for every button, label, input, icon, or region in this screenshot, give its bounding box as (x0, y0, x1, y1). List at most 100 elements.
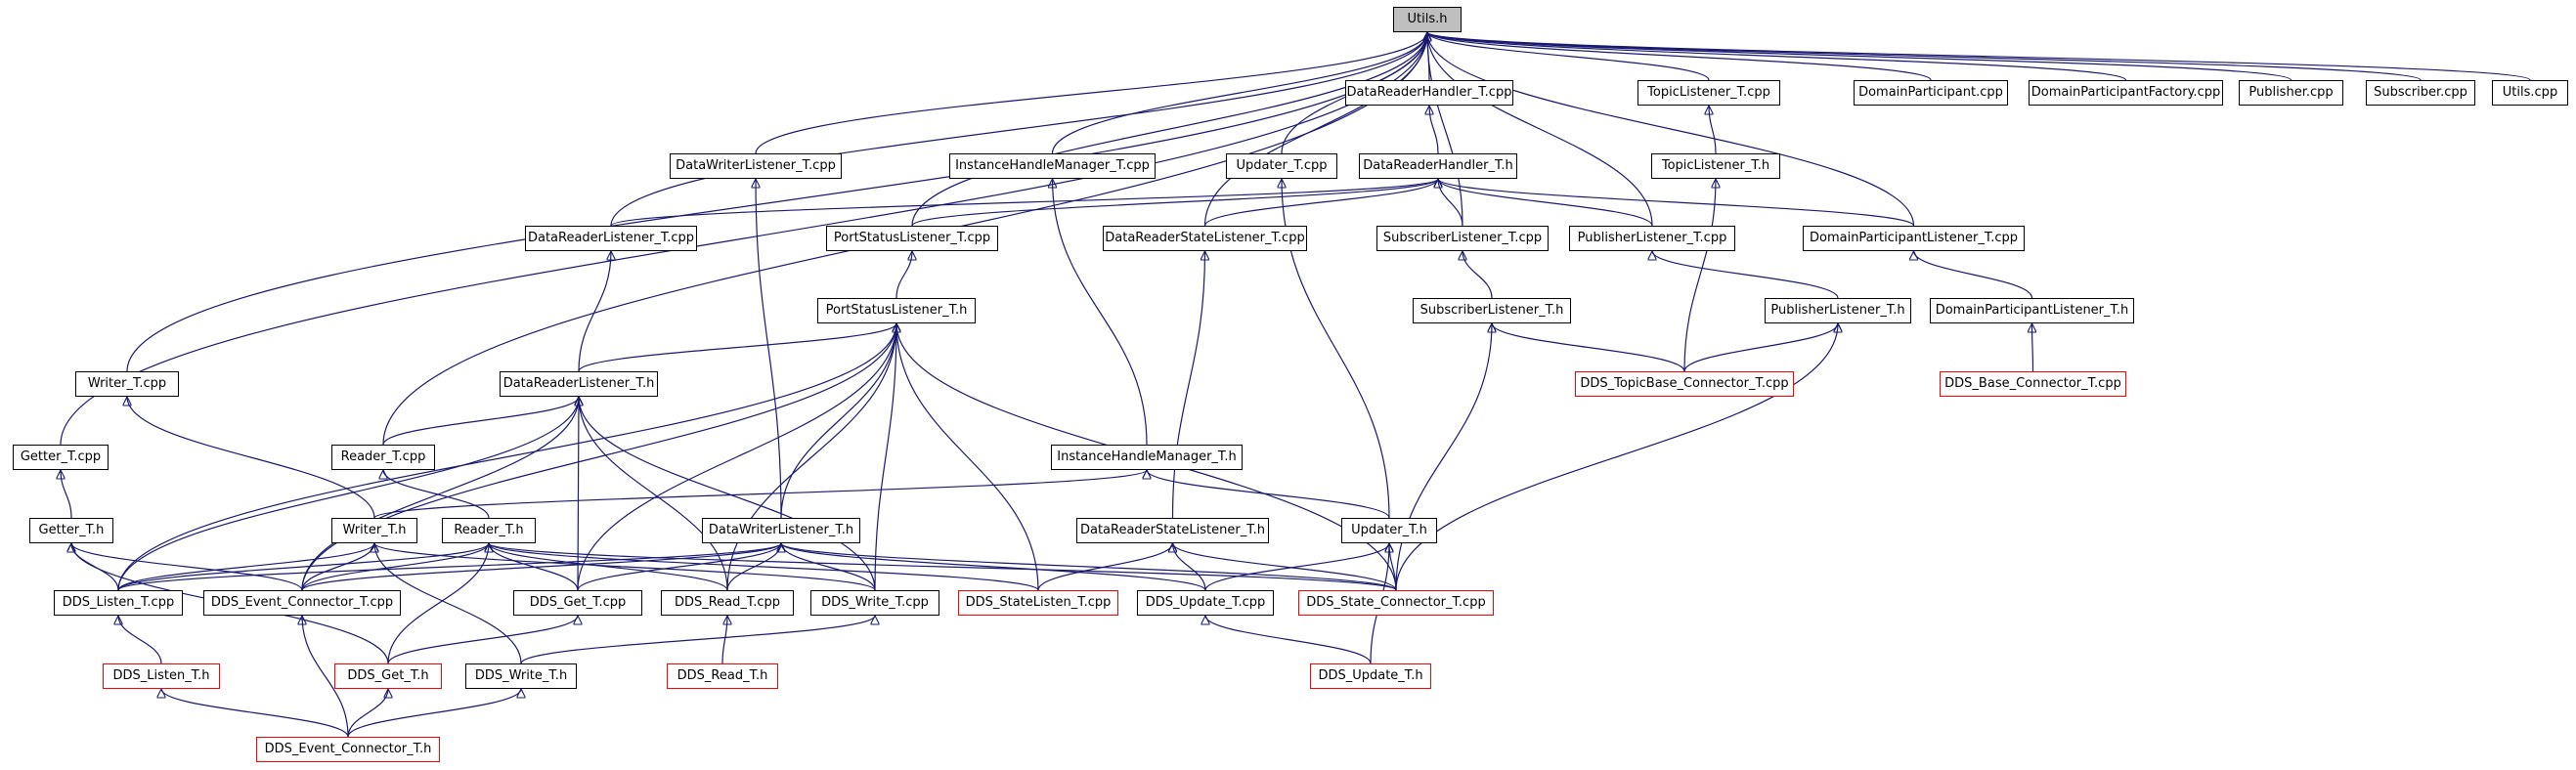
edge-publisher_cpp-to-utils_h (1427, 32, 2292, 81)
node-dds-base-connector-t-cpp[interactable]: DDS_Base_Connector_T.cpp (1940, 371, 2126, 397)
node-writer-t-h[interactable]: Writer_T.h (331, 518, 417, 543)
node-datareaderlistener-t-cpp[interactable]: DataReaderListener_T.cpp (525, 226, 697, 251)
node-subscriberlistener-t-cpp[interactable]: SubscriberListener_T.cpp (1376, 226, 1549, 251)
node-getter-t-cpp[interactable]: Getter_T.cpp (13, 445, 109, 470)
edge-dds_listen_t_cpp-to-writer_t_h (117, 543, 374, 591)
edge-publisherlistener_t_h-to-publisherlistener_t_cpp (1652, 251, 1839, 299)
edge-writer_t_h-to-instancehandlemanager_t_h (373, 470, 1147, 519)
edge-dds_write_t_cpp-to-datareaderlistener_t_h (579, 397, 876, 591)
edge-publisherlistener_t_cpp-to-utils_h (1427, 32, 1653, 227)
edge-dds_write_t_h-to-writer_t_h (374, 543, 522, 664)
node-dds-update-t-cpp[interactable]: DDS_Update_T.cpp (1137, 590, 1274, 616)
node-utils-h[interactable]: Utils.h (1393, 7, 1462, 32)
edge-dds_listen_t_cpp-to-datareaderlistener_t_h (117, 397, 579, 591)
node-publisher-cpp[interactable]: Publisher.cpp (2239, 80, 2343, 106)
edge-datareaderhandler_t_h-to-datareaderhandler_t_cpp (1429, 106, 1439, 154)
node-reader-t-cpp[interactable]: Reader_T.cpp (331, 445, 435, 470)
node-updater-t-cpp[interactable]: Updater_T.cpp (1226, 153, 1337, 179)
edge-dds_statelisten_t_cpp-to-datareaderstatelistener_t_h (1037, 543, 1173, 591)
edge-dds_state_connector_t_cpp-to-datawriterlistener_t_h (781, 543, 1397, 591)
node-dds-read-t-cpp[interactable]: DDS_Read_T.cpp (661, 590, 794, 616)
node-instancehandlemanager-t-cpp[interactable]: InstanceHandleManager_T.cpp (949, 153, 1156, 179)
node-portstatuslistener-t-h[interactable]: PortStatusListener_T.h (817, 298, 976, 323)
node-datareaderstatelistener-t-cpp[interactable]: DataReaderStateListener_T.cpp (1103, 226, 1307, 251)
node-portstatuslistener-t-cpp[interactable]: PortStatusListener_T.cpp (826, 226, 998, 251)
node-dds-get-t-cpp[interactable]: DDS_Get_T.cpp (513, 590, 642, 616)
edge-dds_listen_t_cpp-to-datawriterlistener_t_h (117, 543, 781, 591)
edge-datawriterlistener_t_cpp-to-utils_h (755, 32, 1427, 154)
edge-updater_t_h-to-instancehandlemanager_t_h (1147, 470, 1390, 519)
node-dds-event-connector-t-cpp[interactable]: DDS_Event_Connector_T.cpp (203, 590, 401, 616)
edge-instancehandlemanager_t_cpp-to-utils_h (1051, 32, 1428, 154)
node-dds-write-t-h[interactable]: DDS_Write_T.h (465, 663, 577, 689)
edge-domainparticipantfactory_cpp-to-utils_h (1427, 32, 2127, 81)
node-dds-update-t-h[interactable]: DDS_Update_T.h (1310, 663, 1431, 689)
edge-datawriterlistener_t_h-to-datawriterlistener_t_cpp (756, 179, 782, 519)
node-dds-get-t-h[interactable]: DDS_Get_T.h (334, 663, 442, 689)
node-dds-read-t-h[interactable]: DDS_Read_T.h (667, 663, 778, 689)
edge-datareaderlistener_t_h-to-portstatuslistener_t_h (578, 323, 896, 372)
edge-dds_state_connector_t_cpp-to-reader_t_h (489, 543, 1397, 591)
edge-datareaderstatelistener_t_h-to-datareaderstatelistener_t_cpp (1171, 251, 1205, 519)
edge-dds_event_connector_t_cpp-to-reader_t_h (301, 543, 489, 591)
edge-dds_event_connector_t_cpp-to-getter_t_h (71, 543, 303, 591)
node-subscriber-cpp[interactable]: Subscriber.cpp (2366, 80, 2475, 106)
edge-portstatuslistener_t_cpp-to-utils_h (911, 32, 1427, 227)
edge-dds_event_connector_t_cpp-to-portstatuslistener_t_h (301, 323, 896, 591)
node-utils-cpp[interactable]: Utils.cpp (2492, 80, 2568, 106)
edge-writer_t_cpp-to-utils_h (126, 32, 1427, 372)
node-datareaderhandler-t-h[interactable]: DataReaderHandler_T.h (1359, 153, 1517, 179)
edge-datareaderlistener_t_cpp-to-datareaderhandler_t_h (610, 179, 1438, 227)
node-datawriterlistener-t-h[interactable]: DataWriterListener_T.h (702, 518, 860, 543)
node-dds-listen-t-h[interactable]: DDS_Listen_T.h (103, 663, 220, 689)
edge-dds_event_connector_t_h-to-dds_listen_t_h (161, 689, 349, 738)
edge-datareaderlistener_t_h-to-datareaderlistener_t_cpp (578, 251, 611, 372)
edge-dds_state_connector_t_cpp-to-datareaderstatelistener_t_h (1173, 543, 1397, 591)
edge-dds_update_t_cpp-to-datawriterlistener_t_h (781, 543, 1206, 591)
edge-dds_base_connector_t_cpp-to-domainparticipantlistener_t_h (2032, 323, 2033, 372)
node-dds-statelisten-t-cpp[interactable]: DDS_StateListen_T.cpp (958, 590, 1118, 616)
node-dds-listen-t-cpp[interactable]: DDS_Listen_T.cpp (54, 590, 183, 616)
node-dds-topicbase-connector-t-cpp[interactable]: DDS_TopicBase_Connector_T.cpp (1575, 371, 1794, 397)
node-domainparticipantlistener-t-h[interactable]: DomainParticipantListener_T.h (1930, 298, 2134, 323)
node-instancehandlemanager-t-h[interactable]: InstanceHandleManager_T.h (1051, 445, 1243, 470)
edge-portstatuslistener_t_h-to-portstatuslistener_t_cpp (895, 251, 912, 299)
node-dds-state-connector-t-cpp[interactable]: DDS_State_Connector_T.cpp (1298, 590, 1494, 616)
node-dds-event-connector-t-h[interactable]: DDS_Event_Connector_T.h (256, 737, 440, 762)
node-reader-t-h[interactable]: Reader_T.h (442, 518, 536, 543)
node-datareaderlistener-t-h[interactable]: DataReaderListener_T.h (500, 371, 658, 397)
edge-domainparticipant_cpp-to-utils_h (1427, 32, 1932, 81)
edge-dds_event_connector_t_cpp-to-datawriterlistener_t_h (301, 543, 781, 591)
node-domainparticipant-cpp[interactable]: DomainParticipant.cpp (1854, 80, 2008, 106)
edge-datawriterlistener_t_h-to-portstatuslistener_t_h (780, 323, 896, 519)
edge-dds_read_t_cpp-to-portstatuslistener_t_h (726, 323, 896, 591)
edge-dds_event_connector_t_h-to-dds_event_connector_t_cpp (302, 616, 349, 738)
node-publisherlistener-t-cpp[interactable]: PublisherListener_T.cpp (1569, 226, 1735, 251)
edge-reader_t_h-to-reader_t_cpp (383, 470, 490, 519)
node-topiclistener-t-cpp[interactable]: TopicListener_T.cpp (1637, 80, 1780, 106)
edge-dds_listen_t_cpp-to-portstatuslistener_t_h (117, 323, 896, 591)
edge-reader_t_cpp-to-datareaderlistener_t_h (382, 397, 579, 446)
node-writer-t-cpp[interactable]: Writer_T.cpp (75, 371, 179, 397)
node-domainparticipantfactory-cpp[interactable]: DomainParticipantFactory.cpp (2029, 80, 2223, 106)
node-topiclistener-t-h[interactable]: TopicListener_T.h (1651, 153, 1780, 179)
node-dds-write-t-cpp[interactable]: DDS_Write_T.cpp (810, 590, 939, 616)
node-domainparticipantlistener-t-cpp[interactable]: DomainParticipantListener_T.cpp (1803, 226, 2025, 251)
edge-publisherlistener_t_cpp-to-datareaderhandler_t_h (1438, 179, 1653, 227)
node-datawriterlistener-t-cpp[interactable]: DataWriterListener_T.cpp (670, 153, 842, 179)
edge-dds_get_t_cpp-to-datawriterlistener_t_h (577, 543, 781, 591)
node-datareaderhandler-t-cpp[interactable]: DataReaderHandler_T.cpp (1345, 80, 1513, 106)
edge-dds_update_t_h-to-dds_update_t_cpp (1205, 616, 1372, 664)
edge-dds_read_t_cpp-to-datareaderlistener_t_h (579, 397, 728, 591)
node-publisherlistener-t-h[interactable]: PublisherListener_T.h (1765, 298, 1911, 323)
edge-dds_event_connector_t_h-to-dds_write_t_h (347, 689, 521, 738)
edge-dds_write_t_cpp-to-portstatuslistener_t_h (874, 323, 896, 591)
edge-portstatuslistener_t_cpp-to-datareaderhandler_t_h (911, 179, 1438, 227)
node-updater-t-h[interactable]: Updater_T.h (1341, 518, 1437, 543)
node-subscriberlistener-t-h[interactable]: SubscriberListener_T.h (1413, 298, 1571, 323)
node-datareaderstatelistener-t-h[interactable]: DataReaderStateListener_T.h (1076, 518, 1269, 543)
node-getter-t-h[interactable]: Getter_T.h (29, 518, 113, 543)
edge-getter_t_h-to-getter_t_cpp (61, 470, 72, 519)
